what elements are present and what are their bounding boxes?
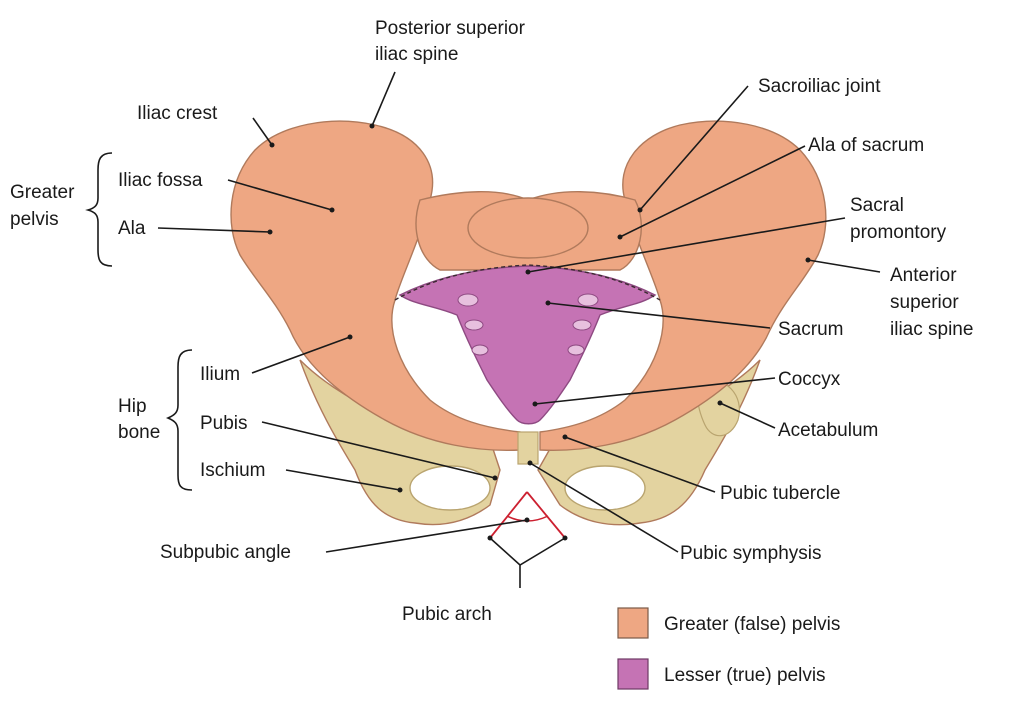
right-ilium — [539, 120, 827, 452]
label-sacroiliac-joint: Sacroiliac joint — [758, 76, 881, 97]
leader-lines — [157, 71, 881, 553]
label-sacral-promontory-1: Sacral — [850, 195, 904, 216]
legend: Greater (false) pelvis Lesser (true) pel… — [617, 607, 840, 690]
label-anterior-superior-iliac-spine-3: iliac spine — [890, 319, 973, 340]
label-posterior-superior-iliac-spine-1: Posterior superior — [375, 18, 526, 39]
sacral-promontory-shape — [467, 197, 589, 259]
label-pubis: Pubis — [200, 413, 248, 434]
label-sacral-promontory-2: promontory — [850, 222, 947, 243]
label-pubic-tubercle: Pubic tubercle — [720, 483, 840, 504]
label-posterior-superior-iliac-spine-2: iliac spine — [375, 44, 458, 65]
subpubic-angle-marker — [487, 491, 568, 588]
legend-swatch-greater-pelvis — [617, 607, 649, 639]
label-hip-bone-2: bone — [118, 422, 160, 443]
hip-bone-bracket — [165, 349, 193, 491]
obturator-foramen-right — [564, 465, 646, 511]
label-ala-of-sacrum: Ala of sacrum — [808, 135, 924, 156]
label-ala: Ala — [118, 218, 146, 239]
label-greater-pelvis-2: pelvis — [10, 209, 59, 230]
obturator-foramen-left — [409, 465, 491, 511]
legend-label-greater-pelvis: Greater (false) pelvis — [664, 614, 840, 635]
label-iliac-crest: Iliac crest — [137, 103, 218, 124]
legend-swatch-lesser-pelvis — [617, 658, 649, 690]
label-anterior-superior-iliac-spine-1: Anterior — [890, 265, 957, 286]
pubic-symphysis-shape — [517, 431, 539, 465]
label-subpubic-angle: Subpubic angle — [160, 542, 291, 563]
greater-pelvis-bracket — [85, 152, 113, 267]
label-anterior-superior-iliac-spine-2: superior — [890, 292, 959, 313]
label-ilium: Ilium — [200, 364, 240, 385]
legend-label-lesser-pelvis: Lesser (true) pelvis — [664, 665, 826, 686]
pelvic-brim-line — [394, 264, 661, 301]
label-sacrum: Sacrum — [778, 319, 843, 340]
label-pubic-arch: Pubic arch — [402, 604, 492, 625]
label-pubic-symphysis: Pubic symphysis — [680, 543, 822, 564]
label-hip-bone-1: Hip — [118, 396, 147, 417]
left-ilium — [230, 120, 521, 452]
label-greater-pelvis-1: Greater — [10, 182, 75, 203]
label-acetabulum: Acetabulum — [778, 420, 878, 441]
pubic-arch-bracket — [489, 537, 566, 588]
sacrum-coccyx — [398, 265, 657, 425]
sacral-foramina — [457, 293, 599, 356]
label-coccyx: Coccyx — [778, 369, 841, 390]
label-iliac-fossa: Iliac fossa — [118, 170, 203, 191]
label-ischium: Ischium — [200, 460, 265, 481]
